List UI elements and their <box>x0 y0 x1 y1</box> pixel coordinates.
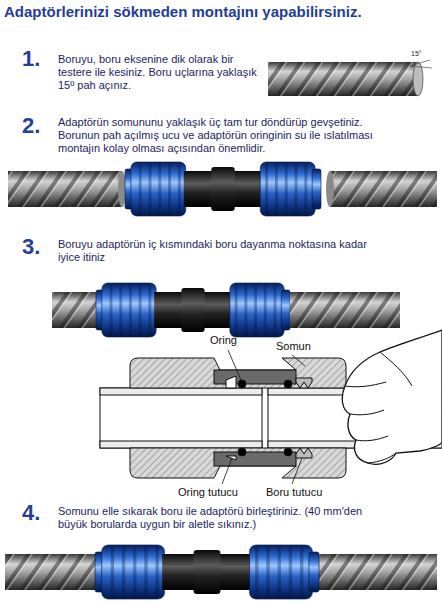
angle-dimension: 15° <box>411 50 441 58</box>
part-name: Boru tutucu <box>266 486 346 499</box>
step-number: 1. <box>22 46 56 72</box>
step-text: Somunu elle sıkarak boru ile adaptörü bi… <box>58 505 364 531</box>
page-title: Adaptörlerinizi sökmeden montajını yapab… <box>4 3 442 21</box>
step-number: 2. <box>22 113 56 139</box>
part-name: Somun <box>276 340 336 353</box>
part-name: Oring <box>210 334 260 347</box>
leader-lines <box>222 350 305 484</box>
step-text: Adaptörün somununu yaklaşık üç tam tur d… <box>58 116 394 155</box>
loose-fitting <box>8 162 437 216</box>
step-text: Boruyu, boru eksenine dik olarak bir tes… <box>58 53 266 92</box>
tight-fitting <box>5 545 437 599</box>
step-number: 4. <box>22 500 56 526</box>
section-drawing <box>100 330 442 478</box>
cut-pipe <box>268 60 432 96</box>
pushed-fitting <box>52 283 400 337</box>
step-number: 3. <box>22 234 56 260</box>
step-text: Boruyu adaptörün iç kısmındaki boru daya… <box>58 238 384 264</box>
part-name: Oring tutucu <box>178 486 258 499</box>
